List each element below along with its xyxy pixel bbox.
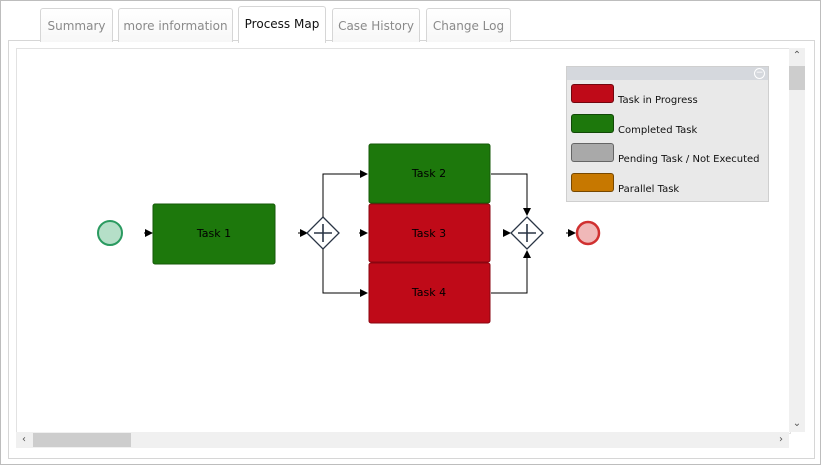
parallel-gateway-split[interactable] (306, 216, 340, 250)
scroll-right-icon[interactable]: › (779, 434, 783, 445)
tab-case-history[interactable]: Case History (332, 8, 420, 42)
legend-header: − (567, 67, 768, 80)
task-2-label: Task 2 (411, 167, 446, 180)
tab-summary[interactable]: Summary (40, 8, 113, 42)
parallel-gateway-join[interactable] (510, 216, 544, 250)
task-4-label: Task 4 (411, 286, 446, 299)
task-4[interactable] (368, 262, 491, 324)
flow-arrow (322, 170, 368, 217)
task-2[interactable] (368, 143, 491, 204)
scroll-up-icon[interactable]: ⌃ (792, 50, 802, 61)
start-event[interactable] (97, 220, 123, 246)
end-event[interactable] (575, 220, 601, 246)
legend-label: Completed Task (618, 125, 698, 136)
collapse-icon[interactable]: − (754, 68, 765, 79)
flow-arrow (491, 173, 531, 216)
task-3-label: Task 3 (411, 227, 446, 240)
tab-more-information[interactable]: more information (118, 8, 233, 42)
scroll-left-icon[interactable]: ‹ (22, 434, 26, 445)
task-1[interactable] (152, 203, 276, 265)
task-3[interactable] (368, 203, 491, 263)
legend-swatch (571, 143, 614, 162)
tab-process-map[interactable]: Process Map (238, 6, 326, 43)
legend-label: Task in Progress (618, 95, 698, 106)
vertical-scroll-thumb[interactable] (789, 66, 805, 90)
legend-label: Parallel Task (618, 184, 680, 195)
legend-swatch (571, 173, 614, 192)
legend-swatch (571, 84, 614, 103)
flow-arrow (322, 249, 368, 297)
legend-swatch (571, 114, 614, 133)
flow-arrow (491, 250, 531, 294)
tab-change-log[interactable]: Change Log (426, 8, 511, 42)
legend-label: Pending Task / Not Executed (618, 154, 760, 165)
task-1-label: Task 1 (196, 227, 231, 240)
vertical-scrollbar[interactable]: ⌃ ⌄ (789, 48, 805, 432)
horizontal-scrollbar[interactable]: ‹ › (16, 432, 789, 448)
legend-panel: − Task in Progress Completed Task Pendin… (566, 66, 769, 202)
scroll-down-icon[interactable]: ⌄ (792, 418, 802, 429)
horizontal-scroll-thumb[interactable] (33, 433, 131, 447)
